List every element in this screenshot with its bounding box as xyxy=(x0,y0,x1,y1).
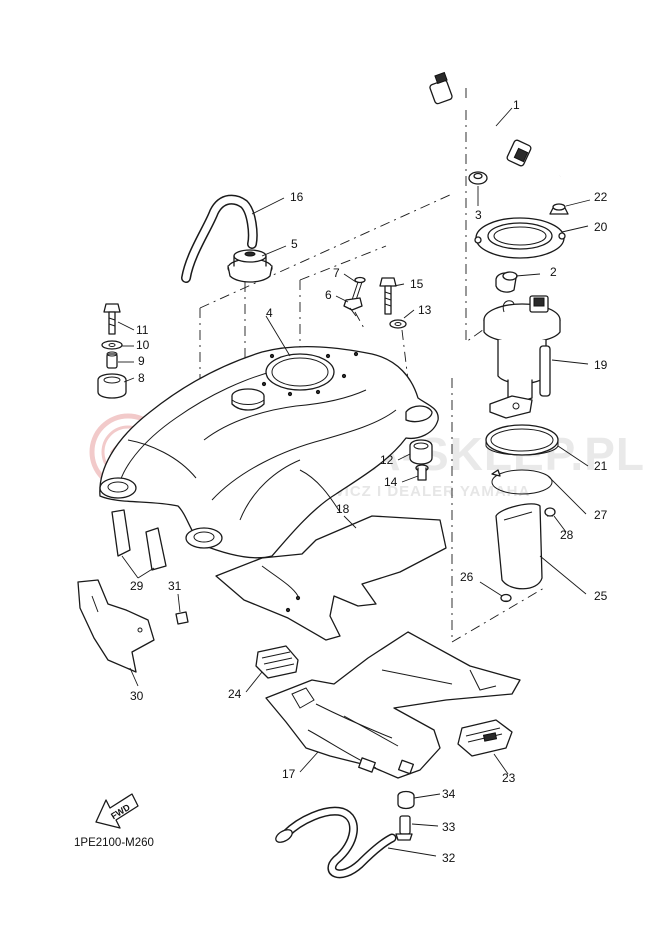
screw-26 xyxy=(500,593,512,603)
callout-10: 10 xyxy=(136,338,150,352)
callout-13: 13 xyxy=(418,303,432,317)
callout-20: 20 xyxy=(594,220,608,234)
diagram-code: 1PE2100-M260 xyxy=(74,837,154,849)
callout-25: 25 xyxy=(594,589,608,603)
breather-hose xyxy=(181,194,258,283)
protector xyxy=(495,503,543,590)
relay-23 xyxy=(457,719,513,757)
fitting-33 xyxy=(395,815,413,841)
callout-3: 3 xyxy=(475,208,482,222)
damper-12 xyxy=(409,439,433,465)
callout-17: 17 xyxy=(282,767,296,781)
washer-10 xyxy=(101,340,123,350)
bolt-31 xyxy=(175,611,189,625)
relay-24 xyxy=(255,645,299,679)
fuel-hose-assembly xyxy=(429,71,563,196)
callout-30: 30 xyxy=(130,689,144,703)
fwd-arrow-icon: FWD xyxy=(95,793,139,829)
callout-4: 4 xyxy=(266,306,273,320)
seal-ring xyxy=(485,424,559,456)
callout-18: 18 xyxy=(336,502,350,516)
guard-30 xyxy=(77,579,155,673)
callout-29: 29 xyxy=(130,579,144,593)
fuel-pump xyxy=(483,295,561,419)
callout-26: 26 xyxy=(460,570,474,584)
nut-22 xyxy=(549,203,569,215)
fuel-tank xyxy=(99,346,439,559)
grommet-34 xyxy=(397,790,415,810)
leader-lines xyxy=(117,107,591,857)
callout-5: 5 xyxy=(291,237,298,251)
callout-16: 16 xyxy=(290,190,304,204)
callout-33: 33 xyxy=(442,820,456,834)
drain-hose xyxy=(275,806,397,879)
callout-12: 12 xyxy=(380,453,394,467)
pads xyxy=(111,509,167,571)
callout-14: 14 xyxy=(384,475,398,489)
callout-23: 23 xyxy=(502,771,516,785)
callout-2: 2 xyxy=(550,265,557,279)
callout-1: 1 xyxy=(513,98,520,112)
collar-9 xyxy=(106,351,118,369)
callout-19: 19 xyxy=(594,358,608,372)
callout-28: 28 xyxy=(560,528,574,542)
nut-6 xyxy=(343,297,363,317)
callout-27: 27 xyxy=(594,508,608,522)
screw-28 xyxy=(544,507,556,517)
bolt-15 xyxy=(379,277,397,315)
callout-32: 32 xyxy=(442,851,456,865)
callout-9: 9 xyxy=(138,354,145,368)
insulator xyxy=(215,515,447,641)
callout-34: 34 xyxy=(442,787,456,801)
callout-21: 21 xyxy=(594,459,608,473)
bolt-11 xyxy=(103,303,121,335)
callout-7: 7 xyxy=(333,266,340,280)
grommet-3 xyxy=(468,171,488,185)
bracket-17 xyxy=(265,631,521,779)
pump-plate xyxy=(474,217,566,259)
callout-11: 11 xyxy=(136,323,149,337)
callout-6: 6 xyxy=(325,288,332,302)
callout-8: 8 xyxy=(138,371,145,385)
damper-8 xyxy=(97,373,127,399)
callout-22: 22 xyxy=(594,190,608,204)
callout-24: 24 xyxy=(228,687,242,701)
callout-31: 31 xyxy=(168,579,182,593)
retaining-ring xyxy=(491,469,553,495)
callout-labels: 1 2 3 4 5 6 7 8 9 10 11 12 13 14 15 16 1… xyxy=(130,98,608,865)
collar-14 xyxy=(415,464,429,481)
washer-13 xyxy=(389,319,407,329)
clamp xyxy=(495,271,518,293)
screw-7 xyxy=(351,276,366,301)
callout-15: 15 xyxy=(410,277,424,291)
tank-cap xyxy=(227,249,273,283)
